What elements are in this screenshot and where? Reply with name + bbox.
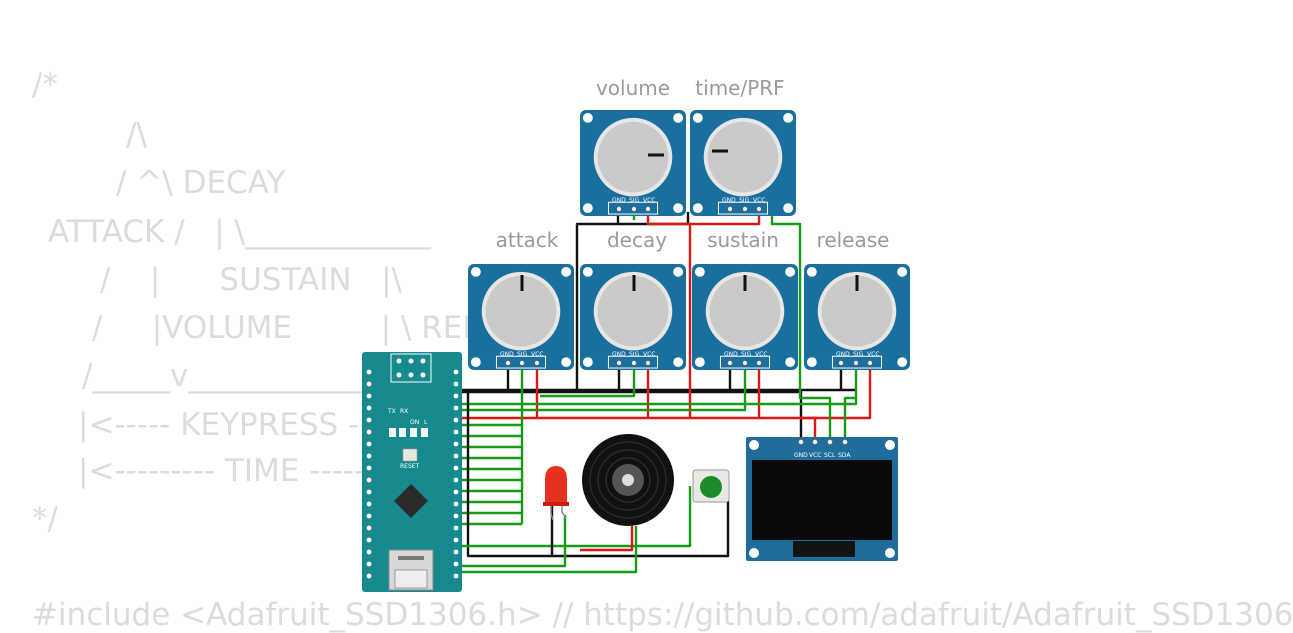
wire-vcc-oled: [800, 416, 817, 440]
buzzer[interactable]: [582, 434, 674, 526]
comment-line-1: /\: [126, 117, 147, 153]
svg-text:VCC: VCC: [753, 197, 765, 204]
wire-sig-decay: [540, 362, 636, 398]
pot-label-release: release: [816, 228, 890, 252]
wire-gnd-bottom: [466, 392, 730, 558]
wire-red-buzzer: [580, 526, 634, 552]
red-led[interactable]: [543, 466, 569, 521]
pot-label-volume: volume: [595, 76, 671, 100]
arduino-nano[interactable]: TX RX ON L RESET: [362, 352, 462, 592]
wire-oled-sda: [843, 396, 856, 440]
svg-text:SIG: SIG: [629, 351, 640, 358]
svg-text:GND: GND: [612, 351, 626, 358]
svg-text:GND: GND: [836, 351, 850, 358]
arduino-right-pins: [453, 369, 459, 579]
pot-release[interactable]: [804, 264, 910, 370]
svg-text:VCC: VCC: [867, 351, 879, 358]
oled-pin-scl: SCL: [824, 452, 836, 459]
oled-pin-vcc: VCC: [809, 452, 821, 459]
arduino-reset-label: RESET: [400, 463, 420, 470]
wire-sig-release: [455, 362, 858, 406]
pot-time[interactable]: [690, 110, 796, 216]
oled-display[interactable]: GND VCC SCL SDA: [746, 437, 898, 561]
wire-vcc-bus: [455, 212, 872, 420]
comment-open: /*: [32, 67, 58, 103]
svg-text:VCC: VCC: [643, 197, 655, 204]
wire-sig-sustain: [455, 362, 747, 412]
svg-text:SIG: SIG: [853, 351, 864, 358]
svg-text:SIG: SIG: [739, 197, 750, 204]
arduino-l-label: L: [424, 419, 428, 426]
svg-text:GND: GND: [724, 351, 738, 358]
oled-pin-sda: SDA: [838, 452, 851, 459]
comment-close: */: [32, 501, 58, 537]
svg-text:SIG: SIG: [741, 351, 752, 358]
comment-line-4: / | SUSTAIN |\: [100, 262, 402, 298]
wire-gnd-oled: [455, 390, 803, 440]
svg-text:GND: GND: [500, 351, 514, 358]
comment-line-2: / ^\ DECAY: [116, 165, 286, 201]
svg-text:VCC: VCC: [755, 351, 767, 358]
svg-text:VCC: VCC: [531, 351, 543, 358]
arduino-on-label: ON: [410, 419, 419, 426]
svg-text:GND: GND: [722, 197, 736, 204]
wire-green-button: [370, 486, 692, 548]
arduino-reset-button[interactable]: [402, 448, 418, 462]
pot-label-attack: attack: [495, 228, 559, 252]
pot-attack[interactable]: [468, 264, 574, 370]
comment-line-6: /_____v______________: [82, 358, 406, 394]
pot-pin-dots: [505, 206, 873, 366]
arduino-left-pins: [366, 369, 372, 579]
arduino-rx-label: RX: [400, 408, 408, 415]
pot-label-decay: decay: [606, 228, 668, 252]
pot-label-sustain: sustain: [707, 228, 779, 252]
svg-text:SIG: SIG: [517, 351, 528, 358]
pot-label-time: time/PRF: [695, 76, 785, 100]
arduino-tx-label: TX: [387, 408, 396, 415]
pot-sustain[interactable]: [692, 264, 798, 370]
wire-gnd-bus: [455, 212, 855, 392]
arduino-leds: [389, 428, 428, 437]
pot-volume[interactable]: [580, 110, 686, 216]
include-line: #include <Adafruit_SSD1306.h> // https:/…: [32, 597, 1293, 633]
push-button[interactable]: [692, 469, 730, 503]
wires: [370, 212, 872, 574]
arduino-chip: [394, 484, 428, 518]
wire-sig-time: [770, 212, 832, 440]
svg-text:VCC: VCC: [643, 351, 655, 358]
comment-line-3: ATTACK / | \____________: [48, 214, 431, 250]
svg-text:GND: GND: [612, 197, 626, 204]
oled-pin-gnd: GND: [794, 452, 808, 459]
svg-text:SIG: SIG: [629, 197, 640, 204]
pot-decay[interactable]: [580, 264, 686, 370]
wire-analog-bundle: [458, 423, 524, 526]
